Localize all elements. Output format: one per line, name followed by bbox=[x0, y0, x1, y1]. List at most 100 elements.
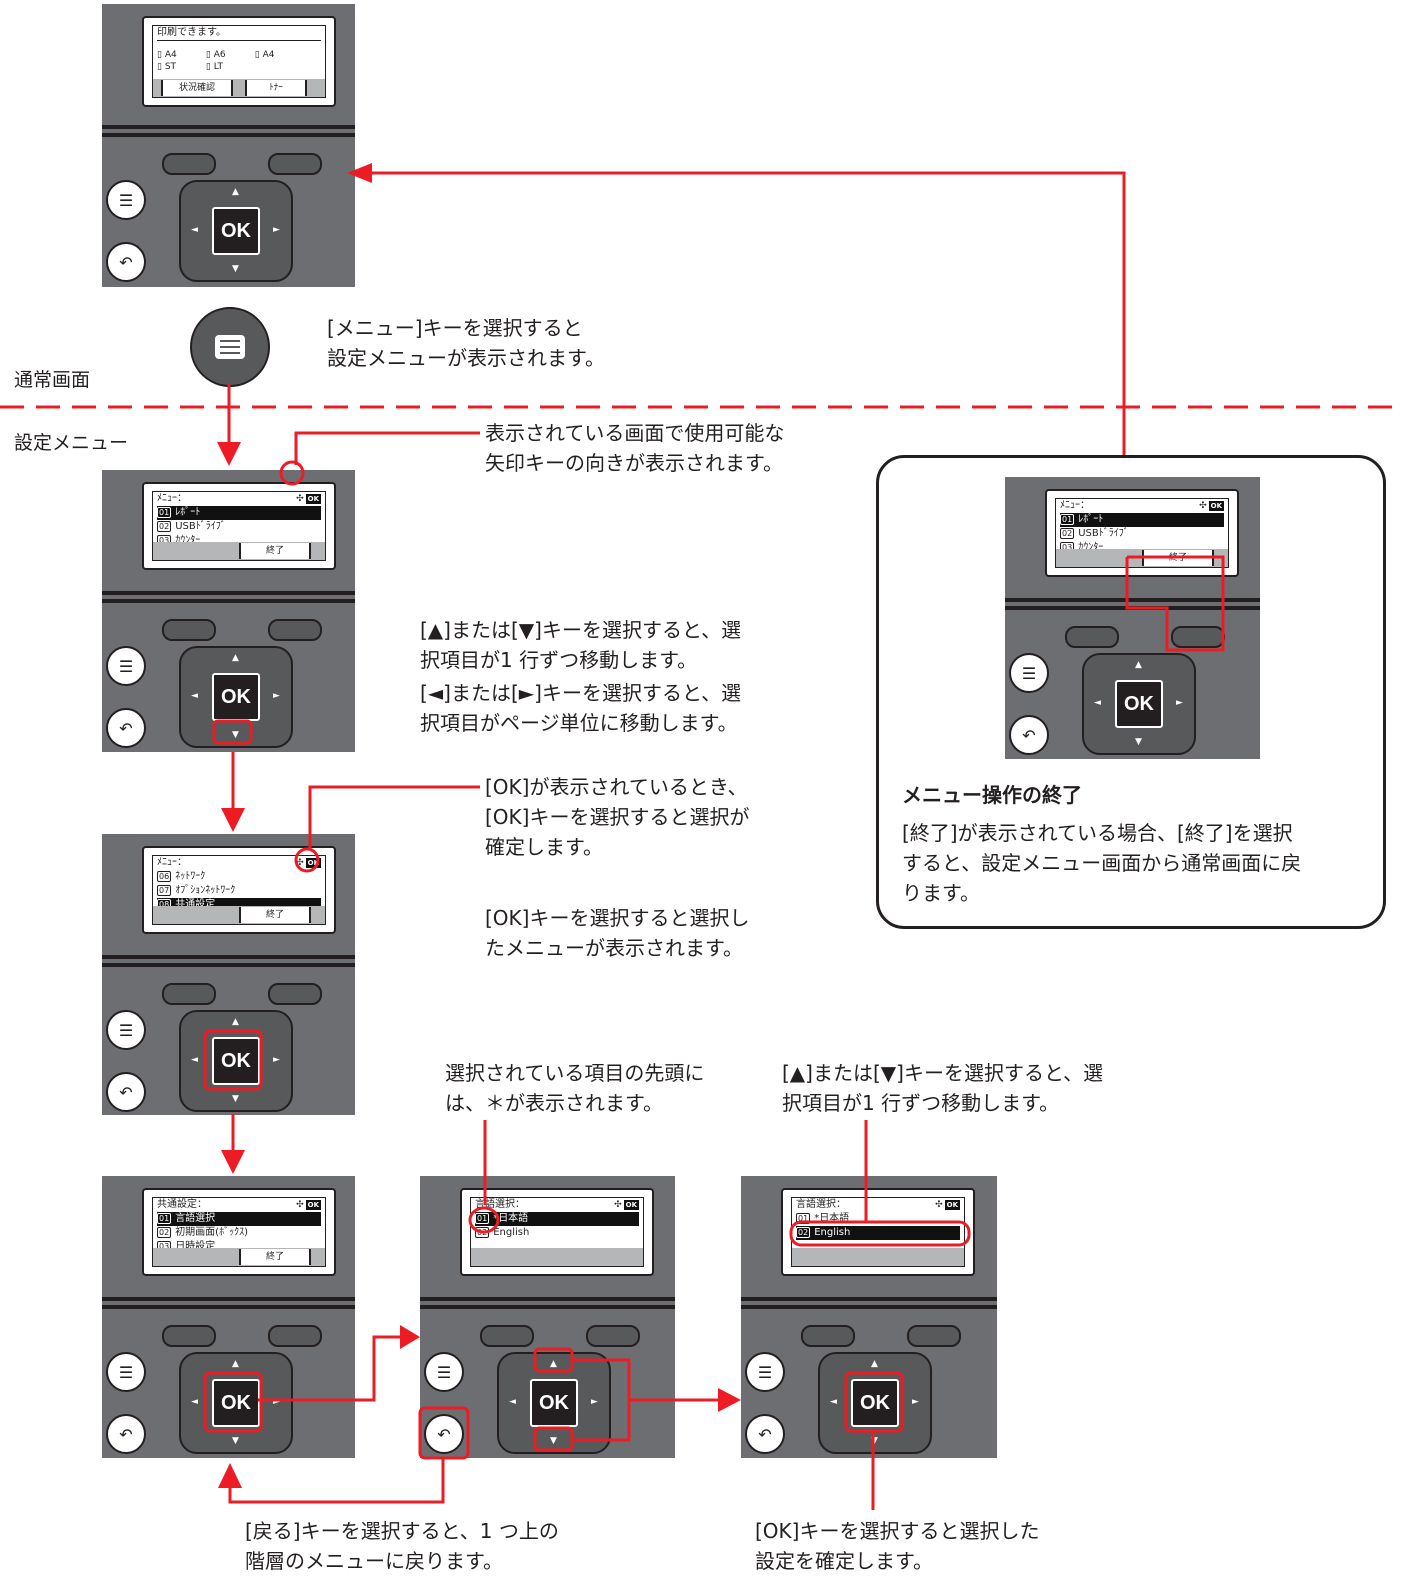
left-arrow-icon[interactable]: ◄ bbox=[830, 1397, 837, 1407]
down-arrow-icon[interactable]: ▼ bbox=[1135, 737, 1142, 747]
ok-key-highlight-2 bbox=[203, 1371, 263, 1433]
back-key-icon[interactable]: ↶ bbox=[106, 242, 146, 282]
menu-key-icon[interactable]: ☰ bbox=[106, 180, 146, 220]
right-arrow-icon[interactable]: ► bbox=[273, 1397, 280, 1407]
softkey-exit[interactable]: 終了 bbox=[239, 543, 311, 559]
right-arrow-icon[interactable]: ► bbox=[273, 691, 280, 701]
left-soft-button[interactable] bbox=[162, 1325, 216, 1347]
menu-title: ﾒﾆｭｰ： bbox=[1060, 500, 1090, 511]
right-arrow-icon[interactable]: ► bbox=[591, 1397, 598, 1407]
menu-key-icon[interactable]: ☰ bbox=[106, 1352, 146, 1392]
ok-key[interactable]: OK bbox=[530, 1379, 578, 1427]
arrow-indicator-icon: ✣OK bbox=[614, 1200, 639, 1210]
down-arrow-icon[interactable]: ▼ bbox=[232, 1094, 239, 1104]
softkey-status[interactable]: 状況確認 bbox=[161, 80, 233, 96]
return-arrowhead bbox=[347, 163, 372, 183]
language-item-japanese[interactable]: 01*日本語 bbox=[475, 1212, 639, 1226]
left-soft-button[interactable] bbox=[1065, 626, 1119, 648]
menu-key-icon[interactable]: ☰ bbox=[1009, 653, 1049, 693]
right-soft-button[interactable] bbox=[268, 619, 322, 641]
tray-row-2: ▯ ST ▯ LT bbox=[157, 62, 223, 72]
down-arrow-icon[interactable]: ▼ bbox=[550, 1436, 557, 1446]
ok-key[interactable]: OK bbox=[851, 1379, 899, 1427]
back-key-icon[interactable]: ↶ bbox=[106, 1414, 146, 1454]
right-soft-button[interactable] bbox=[268, 983, 322, 1005]
leftright-text-2: 択項目がページ単位に移動します。 bbox=[420, 711, 738, 735]
exit-callout bbox=[876, 455, 1386, 929]
right-arrow-icon[interactable]: ► bbox=[1176, 698, 1183, 708]
exit-text-3: ります。 bbox=[902, 881, 980, 905]
left-arrow-icon[interactable]: ◄ bbox=[191, 1055, 198, 1065]
arrow-indicator-icon: ✣OK bbox=[1199, 501, 1224, 511]
up-arrow-icon[interactable]: ▲ bbox=[232, 187, 239, 197]
menu-key-icon[interactable]: ☰ bbox=[424, 1352, 464, 1392]
menu-title: ﾒﾆｭｰ： bbox=[157, 857, 187, 868]
softkey-exit[interactable]: 終了 bbox=[239, 907, 311, 923]
ok-key[interactable]: OK bbox=[212, 1379, 260, 1427]
left-arrow-icon[interactable]: ◄ bbox=[191, 691, 198, 701]
right-arrow-icon[interactable]: ► bbox=[912, 1397, 919, 1407]
confirm-text-2: 設定を確定します。 bbox=[755, 1549, 933, 1573]
right-soft-button[interactable] bbox=[268, 1325, 322, 1347]
up-arrow-icon[interactable]: ▲ bbox=[550, 1359, 557, 1369]
down-arrow-icon[interactable]: ▼ bbox=[232, 264, 239, 274]
back-key-icon[interactable]: ↶ bbox=[106, 708, 146, 748]
down-arrow-icon[interactable]: ▼ bbox=[232, 730, 239, 740]
ok-key[interactable]: OK bbox=[1115, 680, 1163, 728]
left-soft-button[interactable] bbox=[162, 983, 216, 1005]
softkey-exit[interactable]: 終了 bbox=[239, 1249, 311, 1265]
flow-arrowhead-3 bbox=[221, 1150, 245, 1174]
right-soft-button[interactable] bbox=[268, 153, 322, 175]
left-arrow-icon[interactable]: ◄ bbox=[509, 1397, 516, 1407]
exit-title: メニュー操作の終了 bbox=[902, 783, 1082, 807]
up-arrow-icon[interactable]: ▲ bbox=[1135, 660, 1142, 670]
right-arrow-icon[interactable]: ► bbox=[273, 225, 280, 235]
right-soft-button[interactable] bbox=[907, 1325, 961, 1347]
left-arrow-icon[interactable]: ◄ bbox=[191, 225, 198, 235]
menu-key-icon[interactable]: ☰ bbox=[106, 1010, 146, 1050]
asterisk-text-1: 選択されている項目の先頭に bbox=[445, 1061, 705, 1085]
panel-normal-screen: 印刷できます。 ▯ A4 ▯ A6 ▯ A4 ▯ ST ▯ LT 状況確認 ﾄﾅ… bbox=[102, 4, 355, 287]
up-arrow-icon[interactable]: ▲ bbox=[232, 653, 239, 663]
ok-key[interactable]: OK bbox=[212, 1037, 260, 1085]
left-soft-button[interactable] bbox=[480, 1325, 534, 1347]
left-soft-button[interactable] bbox=[162, 619, 216, 641]
back-key-icon[interactable]: ↶ bbox=[745, 1414, 785, 1454]
dpad: OK ▲ ▼ ◄ ► bbox=[179, 646, 293, 748]
back-key-icon[interactable]: ↶ bbox=[106, 1072, 146, 1112]
down-arrow-icon[interactable]: ▼ bbox=[232, 1436, 239, 1446]
menu-key-icon[interactable]: ☰ bbox=[745, 1352, 785, 1392]
softkey-toner[interactable]: ﾄﾅｰ bbox=[245, 80, 307, 96]
left-soft-button[interactable] bbox=[162, 153, 216, 175]
left-soft-button[interactable] bbox=[801, 1325, 855, 1347]
back-key-icon[interactable]: ↶ bbox=[1009, 715, 1049, 755]
up-arrow-icon[interactable]: ▲ bbox=[871, 1359, 878, 1369]
up-arrow-icon[interactable]: ▲ bbox=[232, 1017, 239, 1027]
right-arrow-icon[interactable]: ► bbox=[273, 1055, 280, 1065]
back-key-icon[interactable]: ↶ bbox=[424, 1414, 464, 1454]
ok-key-highlight-1 bbox=[203, 1029, 263, 1091]
indicator-circle-2 bbox=[294, 847, 320, 873]
left-arrow-icon[interactable]: ◄ bbox=[1094, 698, 1101, 708]
ok-key[interactable]: OK bbox=[212, 207, 260, 255]
status-text: 印刷できます。 bbox=[157, 26, 321, 41]
right-soft-button[interactable] bbox=[586, 1325, 640, 1347]
flow-arrowhead-4 bbox=[400, 1325, 420, 1349]
left-arrow-icon[interactable]: ◄ bbox=[191, 1397, 198, 1407]
up-arrow-icon[interactable]: ▲ bbox=[232, 1359, 239, 1369]
menu-key-icon[interactable]: ☰ bbox=[106, 646, 146, 686]
